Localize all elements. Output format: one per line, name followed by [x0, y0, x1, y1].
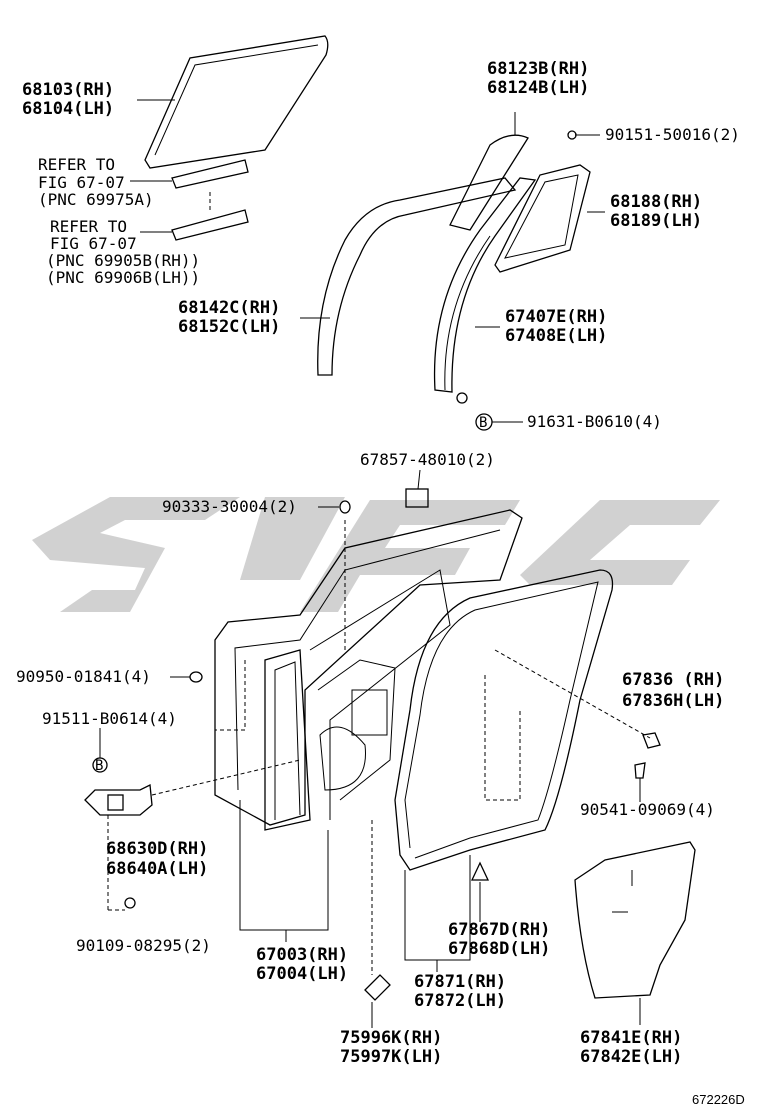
label-hinge-bolt: 90109-08295(2) [76, 936, 211, 955]
label-refer2-line1: REFER TO [50, 217, 127, 236]
label-fixed-glass-rh: 68123B(RH) [487, 59, 589, 79]
label-screw-top: 90151-50016(2) [605, 125, 740, 144]
label-cushion-lh: 75997K(LH) [340, 1047, 442, 1067]
label-fixed-glass-lh: 68124B(LH) [487, 78, 589, 98]
label-door-panel-rh: 67003(RH) [256, 945, 348, 965]
label-pad: 67857-48010(2) [360, 450, 495, 469]
weatherstrip [394, 569, 614, 871]
bracket-leaders [239, 800, 641, 1025]
label-glass-lh: 68104(LH) [22, 99, 114, 119]
door-panel [214, 509, 523, 831]
label-refer1-line1: REFER TO [38, 155, 115, 174]
hinge-assembly: B [84, 728, 301, 911]
label-hinge-lh: 68640A(LH) [106, 859, 208, 879]
watermark-logo [32, 497, 720, 612]
label-service-cover-lh: 67842E(LH) [580, 1047, 682, 1067]
label-door-panel-lh: 67004(LH) [256, 964, 348, 984]
glass-channels [130, 159, 249, 241]
label-clip-bottom-lh: 67868D(LH) [448, 939, 550, 959]
labels: 68103(RH) 68104(LH) REFER TO FIG 67-07 (… [16, 59, 745, 1107]
figure-id: 672226D [692, 1092, 745, 1107]
label-weatherstrip-lh: 67872(LH) [414, 991, 506, 1011]
label-quarter-glass-rh: 68188(RH) [610, 192, 702, 212]
label-service-cover-rh: 67841E(RH) [580, 1028, 682, 1048]
label-clip-right-rh: 67836 (RH) [622, 670, 724, 690]
run-channel [300, 177, 517, 376]
label-clip-bottom-rh: 67867D(RH) [448, 920, 550, 940]
division-bar [433, 177, 537, 404]
label-refer1-line2: FIG 67-07 [38, 173, 125, 192]
clips [170, 671, 661, 1028]
label-weatherstrip-rh: 67871(RH) [414, 972, 506, 992]
door-glass [137, 35, 329, 169]
label-division-bar-lh: 67408E(LH) [505, 326, 607, 346]
label-run-channel-rh: 68142C(RH) [178, 298, 280, 318]
label-division-bar-rh: 67407E(RH) [505, 307, 607, 327]
svg-text:B: B [479, 415, 487, 431]
label-cushion-rh: 75996K(RH) [340, 1028, 442, 1048]
service-cover [574, 841, 696, 999]
label-refer2-line4: (PNC 69906B(LH)) [46, 268, 200, 287]
label-glass-rh: 68103(RH) [22, 80, 114, 100]
svg-text:B: B [95, 758, 103, 774]
guide-lines [215, 520, 651, 975]
label-clip-right2: 90541-09069(4) [580, 800, 715, 819]
label-clip-right-lh: 67836H(LH) [622, 691, 724, 711]
fixed-glass [449, 112, 529, 231]
label-bolt-b: 91631-B0610(4) [527, 412, 662, 431]
label-quarter-glass-lh: 68189(LH) [610, 211, 702, 231]
label-plug: 90333-30004(2) [162, 497, 297, 516]
label-run-channel-lh: 68152C(LH) [178, 317, 280, 337]
label-hinge-rh: 68630D(RH) [106, 839, 208, 859]
bolt-b-callout: B [475, 413, 523, 431]
label-refer1-line3: (PNC 69975A) [38, 190, 154, 209]
label-clip-left: 90950-01841(4) [16, 667, 151, 686]
pad-and-plug [318, 469, 429, 514]
label-bolt-hinge: 91511-B0614(4) [42, 709, 177, 728]
label-refer2-line3: (PNC 69905B(RH)) [46, 251, 200, 270]
quarter-glass [494, 130, 605, 273]
label-refer2-line2: FIG 67-07 [50, 234, 137, 253]
